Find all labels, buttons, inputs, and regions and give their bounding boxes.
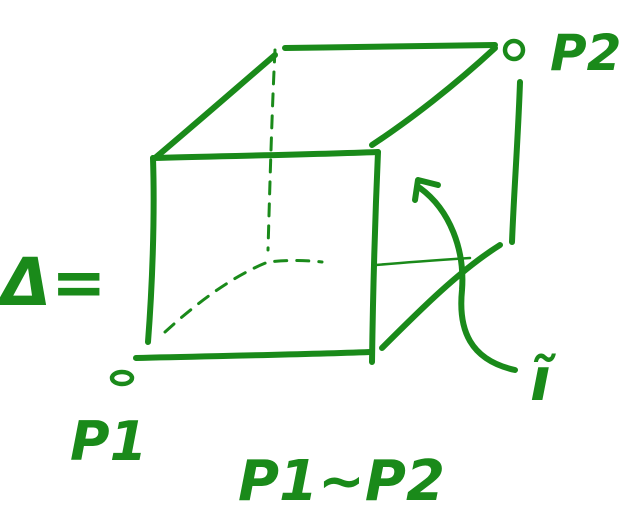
arrow-indicator — [412, 177, 518, 373]
cube-back-right-edge — [509, 79, 523, 245]
label-delta: Δ= — [0, 244, 106, 321]
label-relation: P1~P2 — [238, 449, 445, 510]
label-p1: P1 — [70, 410, 147, 473]
label-i-tilde: ĩ — [530, 345, 556, 415]
point-p2-marker — [502, 38, 526, 62]
cube-top-face — [152, 42, 498, 161]
cube-hidden-edges — [163, 48, 324, 334]
cube-hidden-back-line — [374, 256, 472, 267]
cube-front-face — [133, 149, 381, 365]
point-p1-marker — [109, 369, 135, 387]
label-p2: P2 — [550, 24, 621, 82]
cube-bottom-right-edge — [379, 242, 503, 351]
